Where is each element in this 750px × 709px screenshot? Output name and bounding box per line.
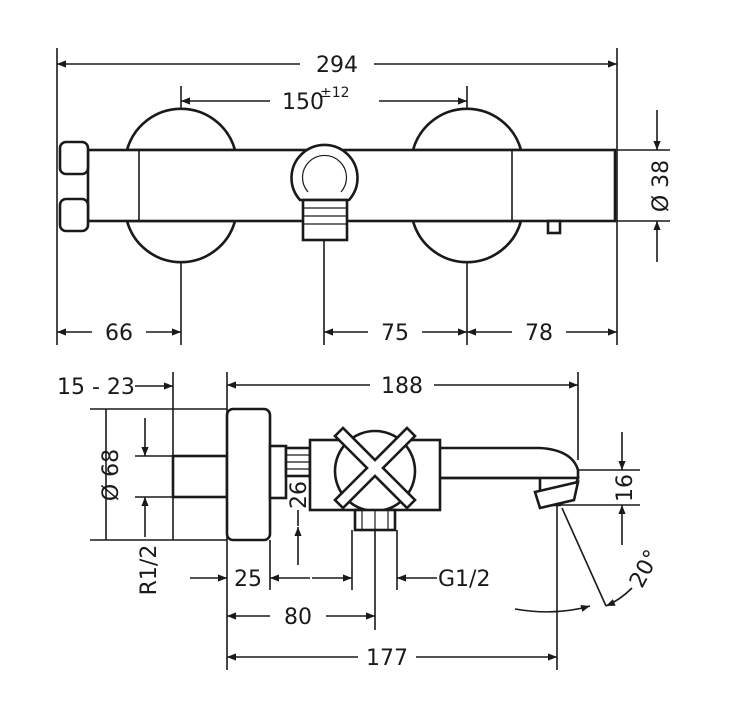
left-handle-disc-top [125, 107, 237, 152]
angle-arc-upper [605, 587, 633, 607]
dim-label-80: 80 [284, 605, 312, 630]
dim-label-188: 188 [381, 374, 423, 399]
dim-label-g12: G1/2 [438, 567, 490, 592]
spout-nut [301, 198, 349, 242]
dim-label-16: 16 [613, 474, 638, 502]
dim-label-66: 66 [105, 321, 133, 346]
dim-label-38: Ø 38 [649, 160, 674, 212]
spout-outlet-ring [290, 143, 359, 202]
right-handle-disc-top [411, 107, 523, 152]
dim-label-75: 75 [381, 321, 409, 346]
dim-label-25: 25 [234, 567, 262, 592]
dim-label-26: 26 [287, 481, 312, 509]
wall-flange [225, 407, 272, 542]
dim-label-15-23: 15 - 23 [57, 375, 135, 400]
dim-label-177: 177 [366, 646, 408, 671]
connector [268, 444, 288, 500]
dim-tolerance-150: ±12 [320, 85, 350, 101]
right-handle-disc-bottom [411, 219, 523, 264]
spout-outlet-inner [301, 154, 348, 193]
cross-handle-icon [333, 426, 417, 510]
stop-knob [546, 219, 562, 235]
angle-ray [561, 507, 607, 607]
wall-pipe [171, 454, 229, 499]
dim-label-78: 78 [525, 321, 553, 346]
end-cap-lower [58, 197, 90, 233]
angle-arc-lower [514, 605, 591, 613]
left-handle-disc-bottom [125, 219, 237, 264]
dim-label-68: Ø 68 [99, 449, 124, 501]
dim-label-20deg: 20° [625, 546, 665, 592]
side-view: 15 - 23 188 Ø 68 R1/2 26 25 G1/2 80 177 [57, 372, 665, 671]
top-view: 294 150 ±12 Ø 38 66 75 78 [56, 48, 674, 346]
spout-aerator [533, 480, 580, 510]
dim-label-r12: R1/2 [137, 545, 162, 596]
dim-label-294: 294 [316, 53, 358, 78]
dim-label-150: 150 [282, 90, 324, 115]
end-cap-upper [58, 140, 90, 176]
